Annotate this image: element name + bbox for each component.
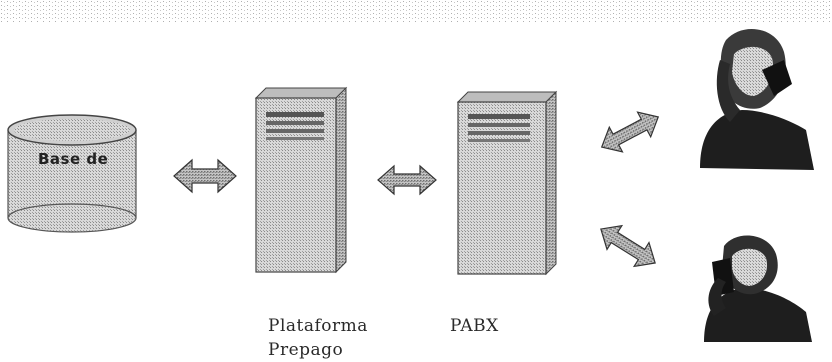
scan-noise-strip	[0, 0, 832, 22]
arrow-pabx-person-top	[600, 111, 660, 153]
person-on-phone-icon-2	[704, 235, 812, 342]
database-label: Base de	[38, 150, 109, 168]
arrow-pabx-person-bottom	[600, 224, 656, 268]
server-tower-icon	[254, 86, 348, 274]
person-on-phone-icon	[700, 28, 814, 170]
pabx-label: PABX	[450, 316, 499, 336]
platform-label-line2: Prepago	[268, 340, 344, 360]
pabx-tower-icon	[456, 90, 558, 276]
arrow-db-platform	[173, 158, 237, 194]
database-cylinder-icon	[7, 114, 137, 233]
arrow-platform-pabx	[377, 164, 437, 196]
platform-label: Plataforma	[268, 316, 368, 336]
